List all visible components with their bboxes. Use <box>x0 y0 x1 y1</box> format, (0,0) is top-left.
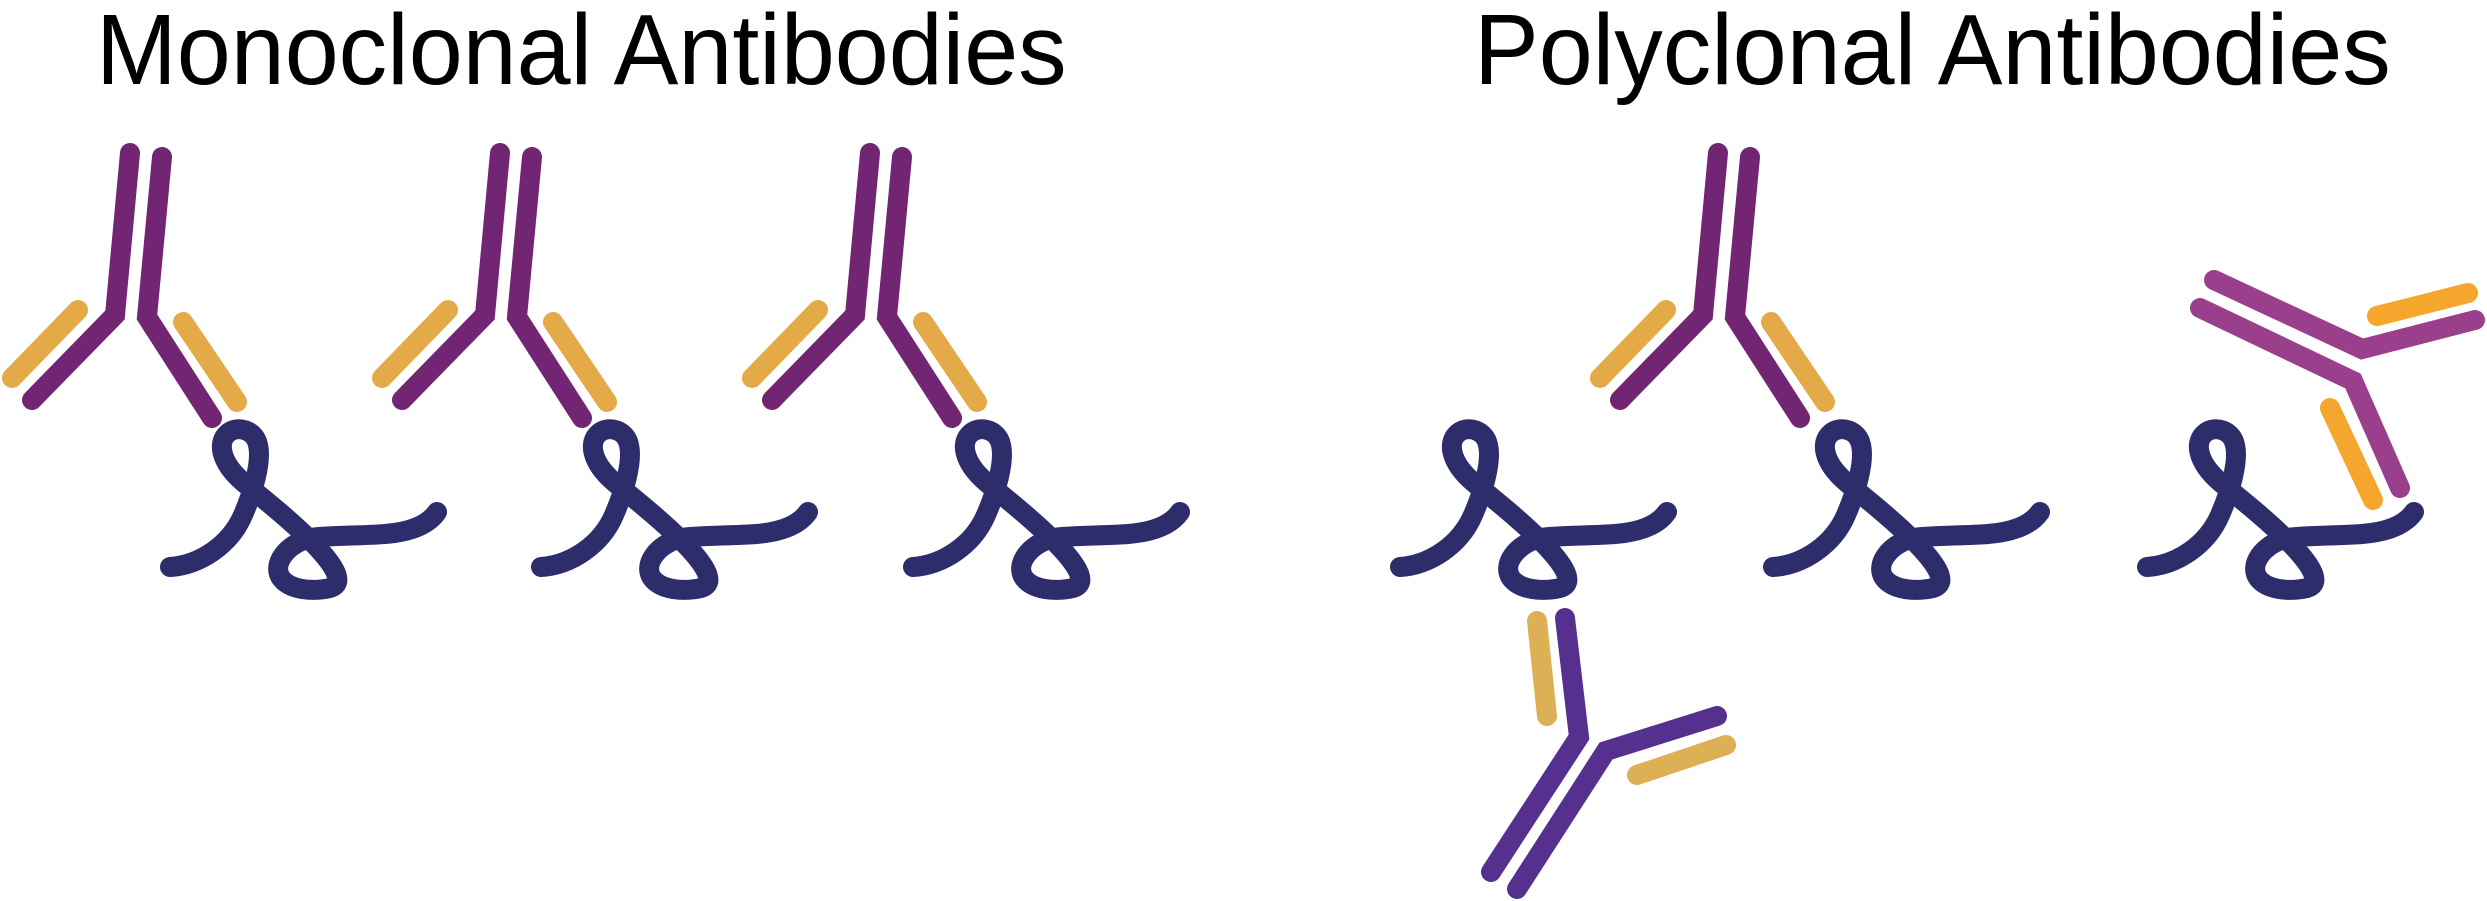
monoclonal-antibody-icon <box>382 153 607 418</box>
monoclonal-title: Monoclonal Antibodies <box>96 0 1067 106</box>
antigen-icon <box>1400 429 1667 590</box>
polyclonal-antibody-purple-icon <box>1600 153 1825 418</box>
antigen-icon <box>913 429 1180 590</box>
monoclonal-panel <box>12 153 1180 590</box>
polyclonal-antibody-magenta-icon <box>2190 270 2485 510</box>
antigen-icon <box>1773 429 2040 590</box>
polyclonal-antibody-violet-icon <box>1481 608 1736 899</box>
monoclonal-antibody-icon <box>12 153 237 418</box>
polyclonal-panel <box>1400 153 2485 899</box>
polyclonal-title: Polyclonal Antibodies <box>1474 0 2391 106</box>
monoclonal-antibody-icon <box>752 153 977 418</box>
antigen-icon <box>170 429 437 590</box>
antigen-icon <box>541 429 808 590</box>
